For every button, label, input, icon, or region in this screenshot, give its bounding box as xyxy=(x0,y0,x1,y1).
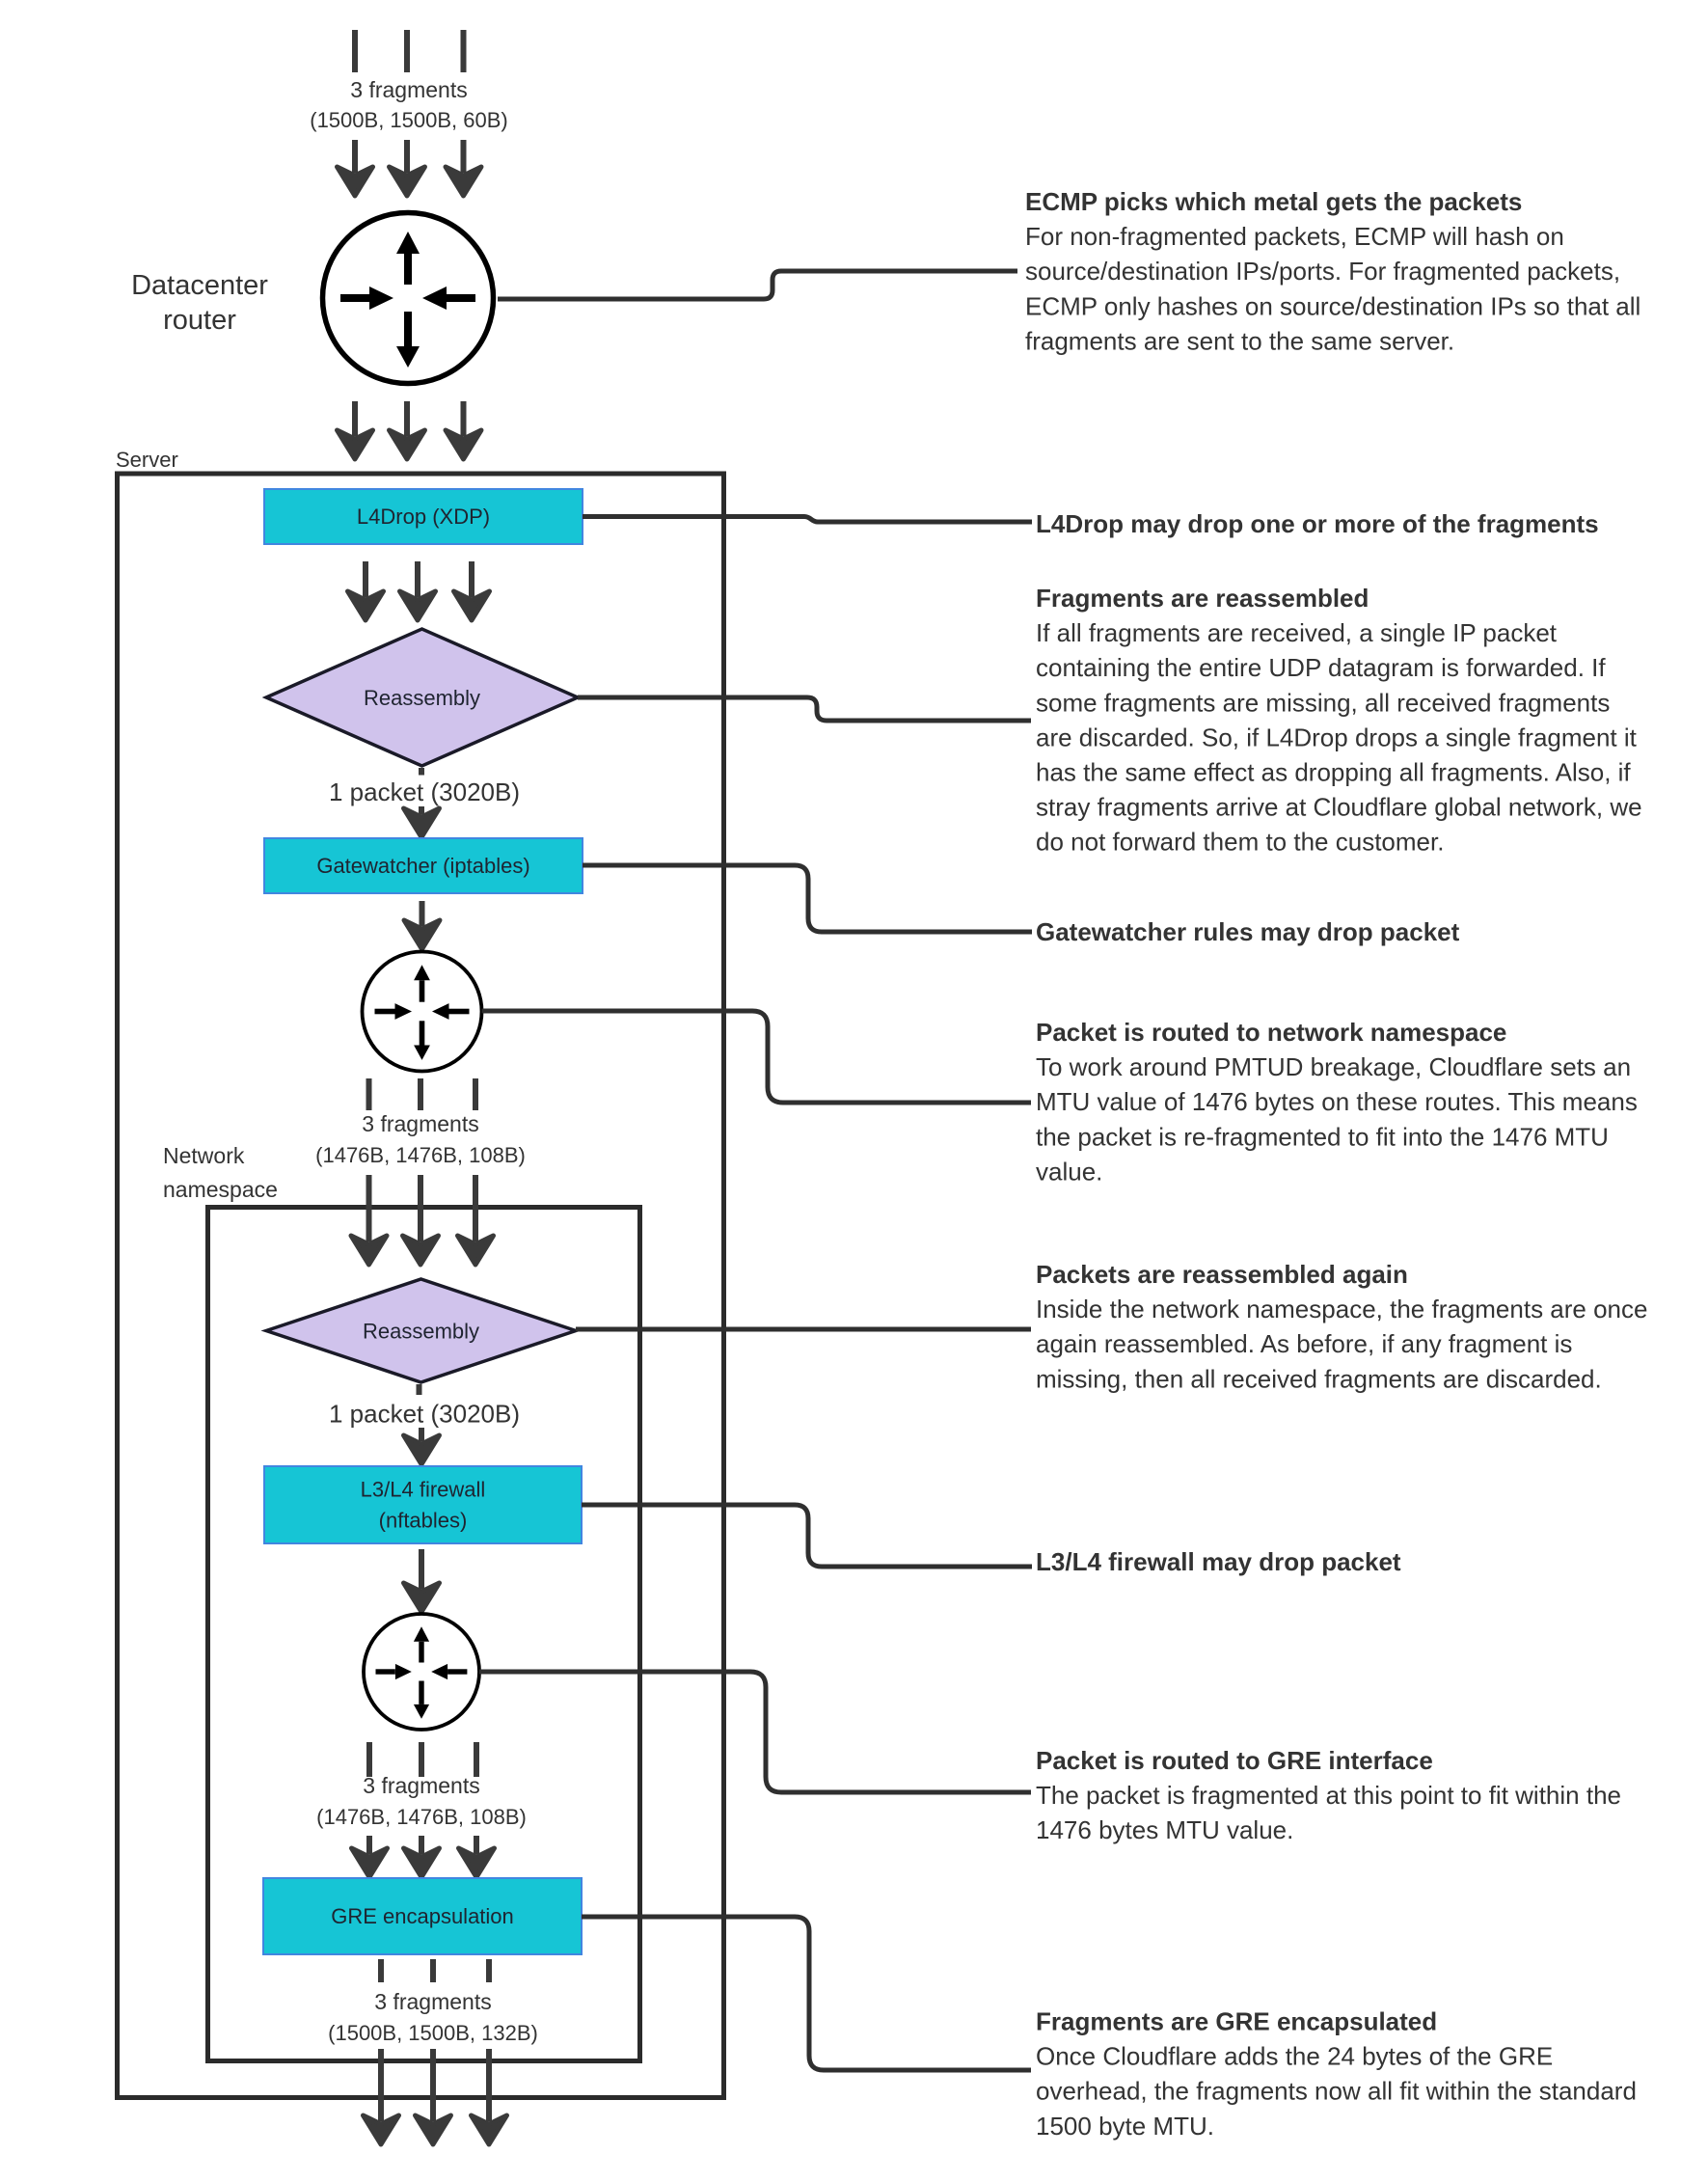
svg-text:3 fragments: 3 fragments xyxy=(363,1773,479,1798)
svg-text:containing the entire UDP data: containing the entire UDP datagram is fo… xyxy=(1036,653,1606,682)
svg-text:GRE encapsulation: GRE encapsulation xyxy=(331,1904,514,1928)
svg-text:Packet is routed to network na: Packet is routed to network namespace xyxy=(1036,1018,1506,1047)
svg-text:L4Drop (XDP): L4Drop (XDP) xyxy=(357,505,490,529)
svg-text:missing, then all received fra: missing, then all received fragments are… xyxy=(1036,1364,1602,1393)
svg-text:If all fragments are received,: If all fragments are received, a single … xyxy=(1036,618,1558,647)
svg-text:1476 bytes MTU value.: 1476 bytes MTU value. xyxy=(1036,1815,1293,1844)
svg-text:1 packet (3020B): 1 packet (3020B) xyxy=(329,1400,520,1429)
svg-text:1 packet (3020B): 1 packet (3020B) xyxy=(329,777,520,806)
svg-text:ECMP picks which metal gets th: ECMP picks which metal gets the packets xyxy=(1025,187,1522,216)
svg-text:Datacenter: Datacenter xyxy=(131,270,268,301)
svg-text:Reassembly: Reassembly xyxy=(364,686,480,710)
svg-text:Fragments are reassembled: Fragments are reassembled xyxy=(1036,584,1369,613)
svg-text:Gatewatcher rules may drop pac: Gatewatcher rules may drop packet xyxy=(1036,917,1460,946)
svg-text:1500 byte MTU.: 1500 byte MTU. xyxy=(1036,2112,1214,2141)
svg-text:3 fragments: 3 fragments xyxy=(362,1111,478,1136)
svg-text:(1476B, 1476B, 108B): (1476B, 1476B, 108B) xyxy=(316,1805,527,1829)
svg-text:Packets are reassembled again: Packets are reassembled again xyxy=(1036,1260,1408,1289)
svg-text:Network: Network xyxy=(163,1143,245,1168)
svg-text:3 fragments: 3 fragments xyxy=(350,77,467,102)
svg-text:value.: value. xyxy=(1036,1157,1102,1186)
svg-text:source/destination IPs/ports.: source/destination IPs/ports. For fragme… xyxy=(1025,257,1620,286)
svg-text:fragments are sent to the same: fragments are sent to the same server. xyxy=(1025,326,1454,355)
svg-text:do not forward them to the cus: do not forward them to the customer. xyxy=(1036,828,1444,857)
svg-text:(1476B, 1476B, 108B): (1476B, 1476B, 108B) xyxy=(315,1143,526,1167)
svg-text:Server: Server xyxy=(116,448,178,472)
svg-text:stray fragments arrive at Clou: stray fragments arrive at Cloudflare glo… xyxy=(1036,793,1642,822)
svg-text:L4Drop may drop one or more of: L4Drop may drop one or more of the fragm… xyxy=(1036,509,1599,538)
svg-text:Reassembly: Reassembly xyxy=(363,1320,479,1344)
svg-text:The packet is fragmented at th: The packet is fragmented at this point t… xyxy=(1036,1781,1621,1810)
svg-text:(1500B, 1500B, 132B): (1500B, 1500B, 132B) xyxy=(328,2021,538,2045)
svg-text:Once Cloudflare adds the 24 by: Once Cloudflare adds the 24 bytes of the… xyxy=(1036,2042,1553,2071)
svg-text:(nftables): (nftables) xyxy=(379,1509,468,1533)
svg-text:L3/L4 firewall may drop packet: L3/L4 firewall may drop packet xyxy=(1036,1547,1401,1576)
svg-text:For non-fragmented packets, EC: For non-fragmented packets, ECMP will ha… xyxy=(1025,222,1564,251)
svg-text:overhead, the fragments now al: overhead, the fragments now all fit with… xyxy=(1036,2077,1637,2106)
svg-text:Gatewatcher (iptables): Gatewatcher (iptables) xyxy=(316,854,529,878)
svg-text:Inside the network namespace,: Inside the network namespace, the fragme… xyxy=(1036,1295,1647,1323)
svg-text:has the same effect as droppin: has the same effect as dropping all frag… xyxy=(1036,758,1631,787)
svg-text:ECMP only hashes on source/des: ECMP only hashes on source/destination I… xyxy=(1025,291,1640,320)
svg-text:3 fragments: 3 fragments xyxy=(374,1989,491,2014)
svg-text:namespace: namespace xyxy=(163,1177,278,1202)
svg-text:To work around PMTUD breakage,: To work around PMTUD breakage, Cloudflar… xyxy=(1036,1052,1631,1081)
svg-text:are discarded. So, if L4Drop d: are discarded. So, if L4Drop drops a sin… xyxy=(1036,723,1638,751)
svg-text:again reassembled. As before,: again reassembled. As before, if any fra… xyxy=(1036,1329,1572,1358)
svg-text:MTU value of 1476 bytes on the: MTU value of 1476 bytes on these routes.… xyxy=(1036,1087,1638,1116)
svg-text:Fragments are GRE encapsulated: Fragments are GRE encapsulated xyxy=(1036,2007,1437,2036)
svg-text:router: router xyxy=(163,305,236,336)
svg-text:Packet is routed to GRE interf: Packet is routed to GRE interface xyxy=(1036,1746,1433,1775)
svg-text:(1500B, 1500B, 60B): (1500B, 1500B, 60B) xyxy=(310,108,507,132)
svg-text:the packet is re-fragmented to: the packet is re-fragmented to fit into … xyxy=(1036,1122,1609,1151)
svg-text:some fragments are missing, al: some fragments are missing, all received… xyxy=(1036,688,1610,717)
svg-text:L3/L4 firewall: L3/L4 firewall xyxy=(361,1478,486,1502)
